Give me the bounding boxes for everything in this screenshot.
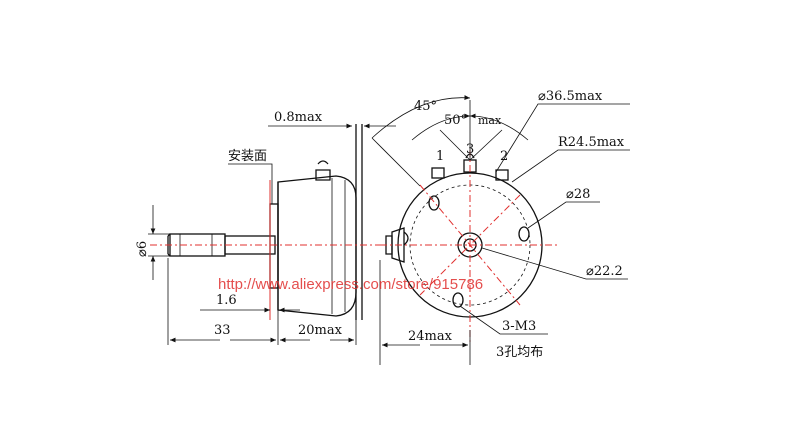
angle-50-max-label: max [478,114,502,127]
thickness-dim-label: 0.8max [274,110,323,125]
dim-24-label: 24max [408,329,453,344]
angle-45-label: 45° [414,99,437,114]
dim-33-label: 33 [214,323,231,338]
dia-22-2-label: ⌀22.2 [586,264,623,279]
terminal-2-label: 2 [500,149,508,164]
screw-label: 3-M3 [502,319,536,334]
dia-22-2-leader [481,247,628,280]
dia-36-5-label: ⌀36.5max [538,89,603,104]
screw-leader [459,305,548,335]
angle-45-arc [371,95,471,139]
angle-50-arc-left [411,113,471,141]
shaft-dia-label: ⌀6 [135,241,150,257]
radius-24-5-label: R24.5max [558,135,625,150]
terminal-1-label: 1 [436,149,444,164]
mounting-surface-label: 安装面 [228,149,267,164]
angle-50-leg-left [439,129,471,161]
pot-body [277,160,357,317]
angle-50-label: 50° [444,113,467,128]
screw-hole-1 [428,195,440,211]
diagonal-centerline-b [419,194,521,296]
front-view: 1 3 2 45° 50° max ⌀36.5max R24.5max ⌀28 … [371,89,630,365]
screw-note-label: 3孔均布 [496,345,543,360]
angle-50-arc-right [469,113,529,141]
angle-50-leg-right [469,129,503,161]
side-view: 安装面 0.8max ⌀6 1.6 33 20max [135,110,396,345]
mounting-surface-leader [228,163,273,204]
dia-28-label: ⌀28 [566,187,590,202]
terminal-1 [431,167,445,179]
terminal-2 [495,169,509,181]
watermark-text: http://www.aliexpress.com/store/915786 [218,276,483,293]
dia-28-leader [527,201,600,229]
screw-hole-2 [518,226,530,242]
dim-20-label: 20max [298,323,343,338]
mounting-clamp [385,227,409,263]
screw-hole-3 [452,292,464,308]
radius-24-5-leader [511,149,630,183]
dim-1-6-label: 1.6 [216,293,237,308]
dia-36-5-leader [495,103,630,173]
angle-45-leg [371,137,421,187]
